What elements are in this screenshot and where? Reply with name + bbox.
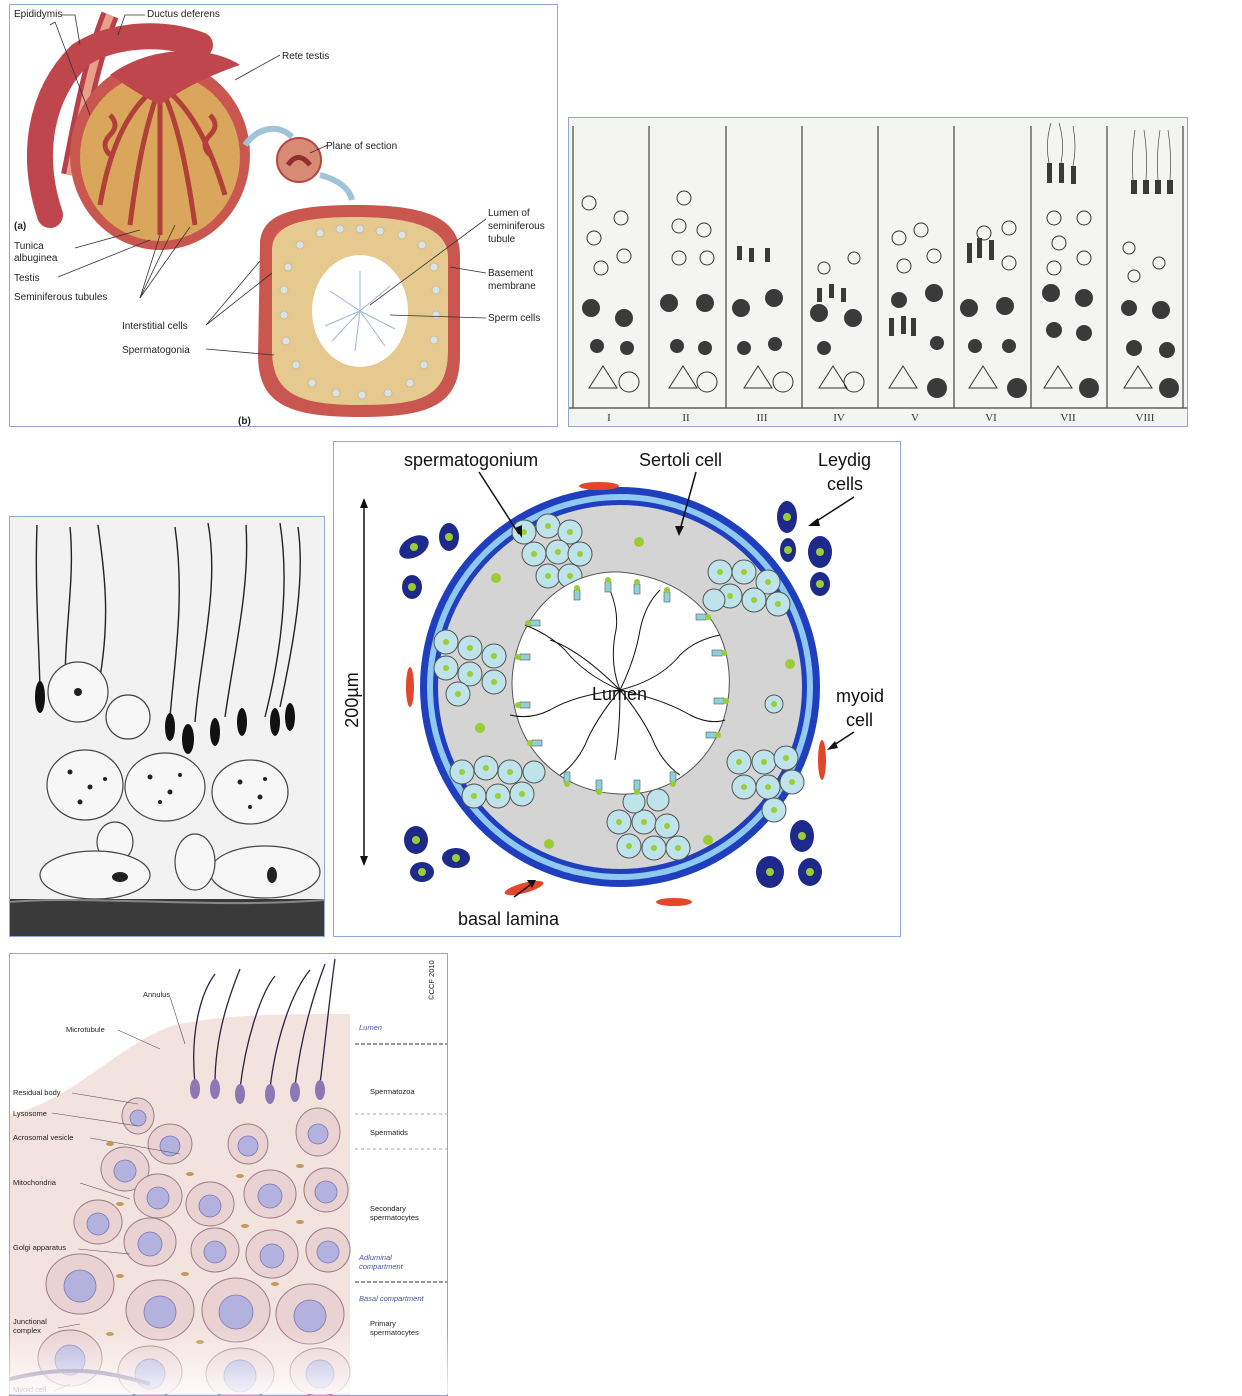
stage-label-4: IV bbox=[833, 412, 845, 424]
label-myoid-cell: Myoid cell bbox=[13, 1385, 47, 1394]
label-myoid-2: cell bbox=[846, 710, 873, 730]
label-leydig-2: cells bbox=[827, 474, 863, 494]
label-sperm-cells: Sperm cells bbox=[488, 313, 540, 324]
label-acrosomal-vesicle: Acrosomal vesicle bbox=[13, 1133, 73, 1142]
testis-anatomy-svg: Epididymis Ductus deferens Rete testis P… bbox=[14, 9, 545, 426]
stage-label-6: VI bbox=[985, 412, 997, 424]
label-lumen-zone: Lumen bbox=[359, 1023, 382, 1032]
label-plane-of-section: Plane of section bbox=[326, 141, 397, 152]
label-adluminal-1: Adluminal bbox=[358, 1253, 392, 1262]
label-lumen-1: Lumen of bbox=[488, 208, 530, 219]
stage-label-3: III bbox=[757, 412, 768, 424]
label-sertoli-cell: Sertoli cell bbox=[639, 450, 722, 470]
label-spermatogonia: Spermatogonia bbox=[122, 345, 190, 356]
label-ductus-deferens: Ductus deferens bbox=[147, 9, 220, 20]
spermatogenesis-stages-figure: I II III IV V VI VII VIII bbox=[568, 117, 1188, 427]
label-secondary-2: spermatocytes bbox=[370, 1213, 419, 1222]
epithelium-micrograph bbox=[9, 516, 325, 937]
label-annulus: Annulus bbox=[143, 990, 170, 999]
label-tunica-2: albuginea bbox=[14, 253, 58, 264]
label-lumen-2: seminiferous bbox=[488, 221, 545, 232]
stage-label-8: VIII bbox=[1136, 412, 1155, 424]
label-seminiferous-tubules: Seminiferous tubules bbox=[14, 292, 107, 303]
label-lysosome: Lysosome bbox=[13, 1109, 47, 1118]
label-part-a: (a) bbox=[14, 221, 26, 232]
label-spermatids: Spermatids bbox=[370, 1128, 408, 1137]
label-part-b: (b) bbox=[238, 416, 251, 426]
seminiferous-tubule-diagram: 200µm bbox=[333, 441, 901, 937]
stage-label-5: V bbox=[911, 412, 919, 424]
label-junctional-1: Junctional bbox=[13, 1317, 47, 1326]
label-testis: Testis bbox=[14, 273, 40, 284]
label-mitochondria: Mitochondria bbox=[13, 1178, 57, 1187]
stage-label-2: II bbox=[682, 412, 690, 424]
stage-label-1: I bbox=[607, 412, 611, 424]
tubule-svg: 200µm bbox=[342, 450, 884, 929]
micrograph-svg bbox=[10, 517, 324, 936]
stage-label-7: VII bbox=[1060, 412, 1076, 424]
epithelium-svg: Annulus Microtubule Residual body Lysoso… bbox=[10, 954, 447, 1395]
stages-svg: I II III IV V VI VII VIII bbox=[569, 118, 1187, 426]
testis-anatomy-figure: Epididymis Ductus deferens Rete testis P… bbox=[9, 4, 558, 427]
label-spermatozoa: Spermatozoa bbox=[370, 1087, 415, 1096]
label-basal-lamina: basal lamina bbox=[458, 909, 560, 929]
label-basement-2: membrane bbox=[488, 281, 536, 292]
label-tunica-1: Tunica bbox=[14, 241, 44, 252]
label-junctional-2: complex bbox=[13, 1326, 41, 1335]
label-adluminal-2: compartment bbox=[359, 1262, 404, 1271]
label-leydig-1: Leydig bbox=[818, 450, 871, 470]
label-basement-1: Basement bbox=[488, 268, 533, 279]
seminiferous-epithelium-illustration: Annulus Microtubule Residual body Lysoso… bbox=[9, 953, 448, 1396]
label-secondary-1: Secondary bbox=[370, 1204, 406, 1213]
copyright-text: ©CCF 2010 bbox=[427, 960, 436, 1000]
label-residual-body: Residual body bbox=[13, 1088, 61, 1097]
label-golgi-apparatus: Golgi apparatus bbox=[13, 1243, 66, 1252]
label-interstitial-cells: Interstitial cells bbox=[122, 321, 188, 332]
scale-label: 200µm bbox=[342, 672, 362, 727]
label-rete-testis: Rete testis bbox=[282, 51, 329, 62]
label-spermatogonium: spermatogonium bbox=[404, 450, 538, 470]
label-microtubule: Microtubule bbox=[66, 1025, 105, 1034]
label-primary-2: spermatocytes bbox=[370, 1328, 419, 1337]
label-epididymis: Epididymis bbox=[14, 9, 62, 20]
label-basal-compartment: Basal compartment bbox=[359, 1294, 425, 1303]
label-primary-1: Primary bbox=[370, 1319, 396, 1328]
label-lumen: Lumen bbox=[592, 684, 647, 704]
label-lumen-3: tubule bbox=[488, 234, 516, 245]
label-myoid-1: myoid bbox=[836, 686, 884, 706]
